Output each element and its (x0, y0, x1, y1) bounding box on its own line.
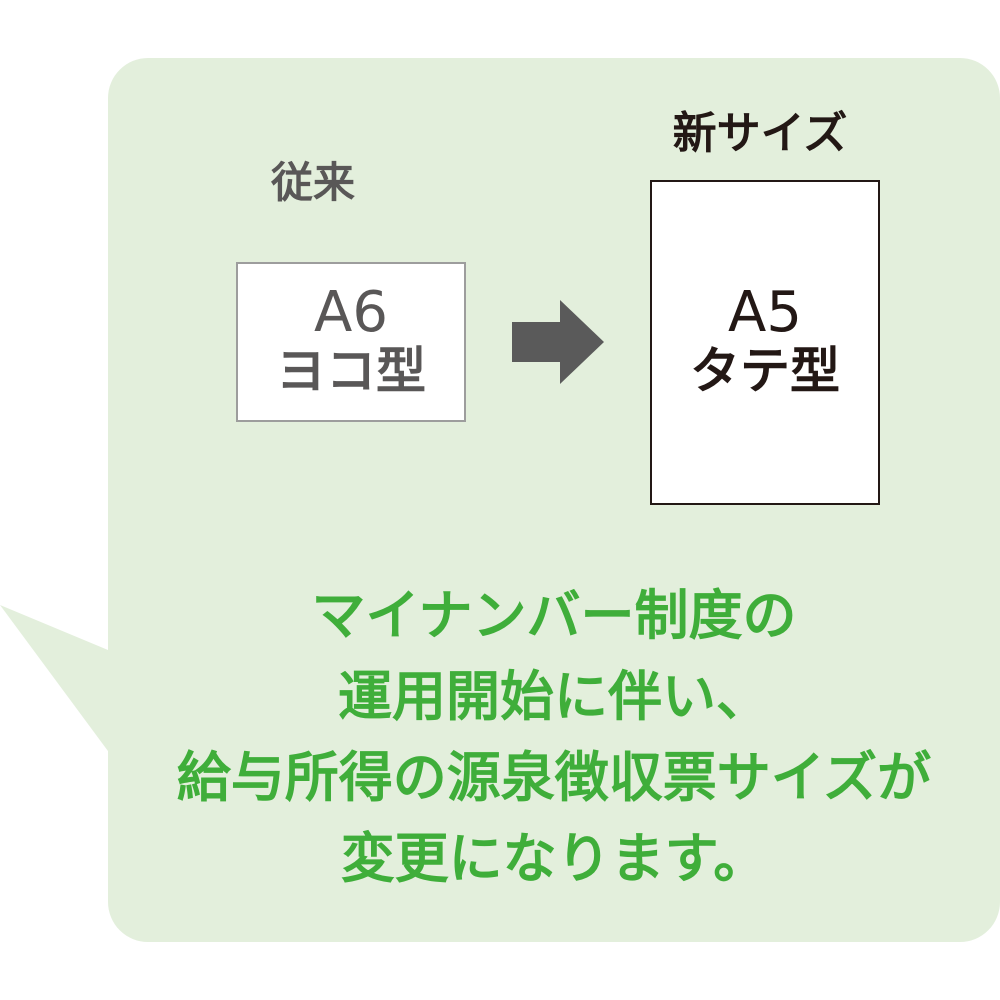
old-size-heading: 従来 (270, 158, 355, 207)
message-line: 給与所得の源泉徴収票サイズが (176, 746, 932, 809)
new-size-label: A5 (728, 280, 802, 346)
announcement-message: マイナンバー制度の 運用開始に伴い、 給与所得の源泉徴収票サイズが 変更になりま… (108, 575, 1000, 899)
message-line: 運用開始に伴い、 (338, 665, 770, 728)
new-orientation-label: タテ型 (690, 342, 840, 401)
old-size-card: A6 ヨコ型 (236, 262, 466, 422)
old-size-label: A6 (314, 279, 388, 345)
message-line: 変更になります。 (340, 827, 768, 890)
right-arrow-icon (512, 300, 604, 384)
new-size-card: A5 タテ型 (650, 180, 880, 505)
new-size-heading: 新サイズ (672, 108, 848, 159)
old-orientation-label: ヨコ型 (276, 341, 426, 400)
message-line: マイナンバー制度の (311, 584, 797, 647)
